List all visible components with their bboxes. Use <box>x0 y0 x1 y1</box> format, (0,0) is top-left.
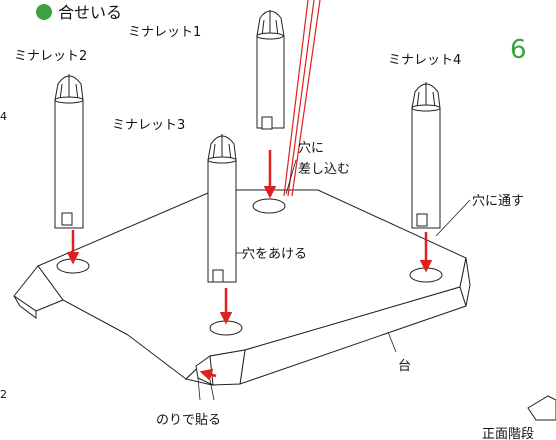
margin-mark-bottom: 2 <box>0 388 7 401</box>
margin-mark-top: 4 <box>0 110 7 123</box>
minaret-3 <box>207 134 237 283</box>
step-fragment-top: 合せいる <box>36 3 122 22</box>
minaret-4 <box>411 82 441 229</box>
leader-lines <box>197 159 471 401</box>
minaret-2 <box>54 74 84 229</box>
hole-4 <box>409 267 443 283</box>
label-minaret-2: ミナレット2 <box>14 49 87 64</box>
label-minaret-1: ミナレット1 <box>128 25 201 40</box>
label-front-stairs: 正面階段 <box>482 427 534 440</box>
label-insert-hole: 穴に 差し込む <box>298 141 350 177</box>
label-glue: のりで貼る <box>156 413 221 428</box>
label-insert-hole-line1: 穴に <box>298 141 324 156</box>
label-through-hole: 穴に通す <box>472 194 524 209</box>
base-side-right-end <box>459 257 471 307</box>
label-insert-hole-line2: 差し込む <box>298 162 350 177</box>
front-stairs-partial <box>527 395 556 421</box>
insert-arrows <box>66 150 433 381</box>
hole-1 <box>252 198 286 214</box>
base-plate <box>13 189 471 386</box>
label-base: 台 <box>398 359 411 374</box>
step-number: 6 <box>510 35 527 65</box>
label-minaret-3: ミナレット3 <box>112 118 185 133</box>
arrow-glue <box>199 368 217 381</box>
minaret-1 <box>256 10 285 130</box>
base-tab-left-side <box>13 295 37 319</box>
red-guide-lines <box>283 0 321 197</box>
hole-3 <box>209 320 243 336</box>
step-fragment-text: 合せいる <box>58 3 122 22</box>
label-minaret-4: ミナレット4 <box>388 53 461 68</box>
label-make-hole: 穴をあける <box>242 247 307 262</box>
